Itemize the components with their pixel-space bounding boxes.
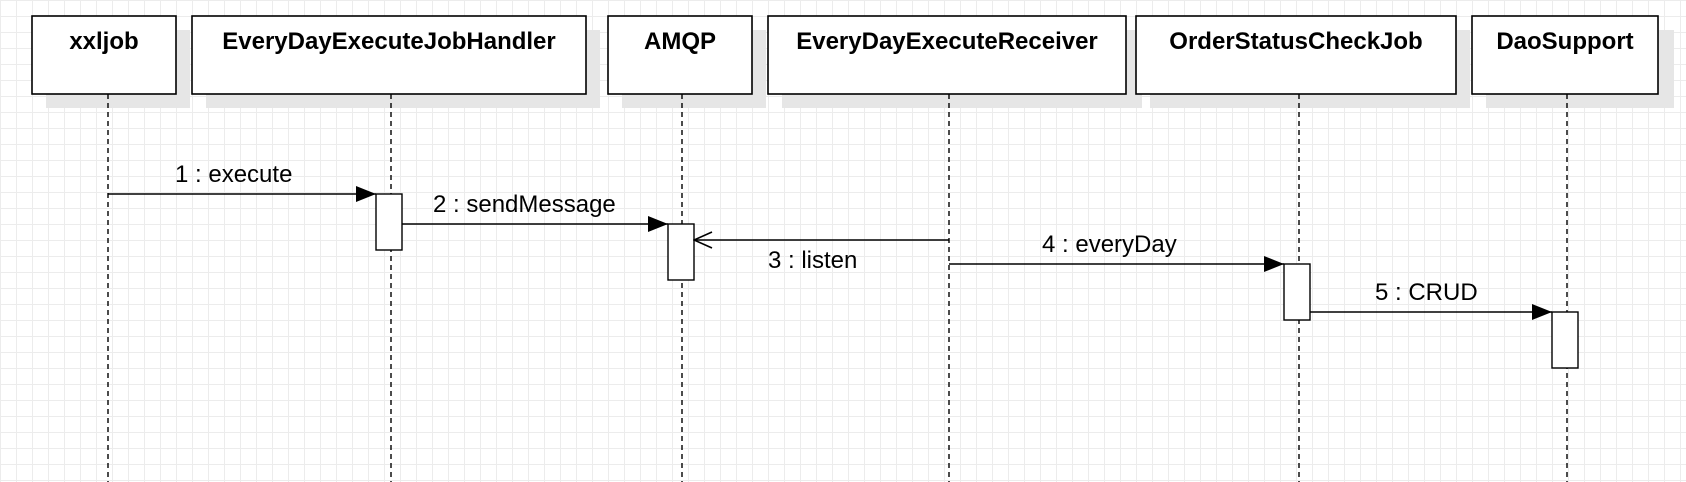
activation-bar-handler (375, 193, 403, 251)
participant-box (1135, 15, 1457, 95)
participant-label: DaoSupport (1496, 28, 1633, 55)
message-listen: 3 : listen (694, 240, 949, 274)
participant-box (1471, 15, 1659, 95)
activation-bar-dao (1551, 311, 1579, 369)
participant-receiver[interactable]: EveryDayExecuteReceiver (767, 15, 1127, 95)
participant-box (767, 15, 1127, 95)
participant-label: EveryDayExecuteReceiver (796, 28, 1098, 55)
message-label: 3 : listen (768, 247, 857, 274)
participant-label: EveryDayExecuteJobHandler (222, 28, 556, 55)
activation-bar-checkjob (1283, 263, 1311, 321)
participant-box (191, 15, 587, 95)
message-label: 1 : execute (175, 161, 292, 188)
participant-checkjob[interactable]: OrderStatusCheckJob (1135, 15, 1457, 95)
message-label: 2 : sendMessage (433, 191, 616, 218)
participant-box (31, 15, 177, 95)
message-label: 4 : everyDay (1042, 231, 1177, 258)
message-sendmessage: 2 : sendMessage (402, 191, 668, 232)
participant-box (607, 15, 753, 95)
participant-label: xxljob (69, 28, 138, 55)
message-execute: 1 : execute (108, 161, 376, 202)
participant-label: AMQP (644, 28, 716, 55)
participant-xxljob[interactable]: xxljob (31, 15, 177, 95)
message-label: 5 : CRUD (1375, 279, 1478, 306)
activation-bar-amqp (667, 223, 695, 281)
message-crud: 5 : CRUD (1310, 279, 1552, 320)
participant-dao[interactable]: DaoSupport (1471, 15, 1659, 95)
participant-amqp[interactable]: AMQP (607, 15, 753, 95)
participant-handler[interactable]: EveryDayExecuteJobHandler (191, 15, 587, 95)
message-everyday: 4 : everyDay (949, 231, 1284, 272)
participant-label: OrderStatusCheckJob (1169, 28, 1422, 55)
